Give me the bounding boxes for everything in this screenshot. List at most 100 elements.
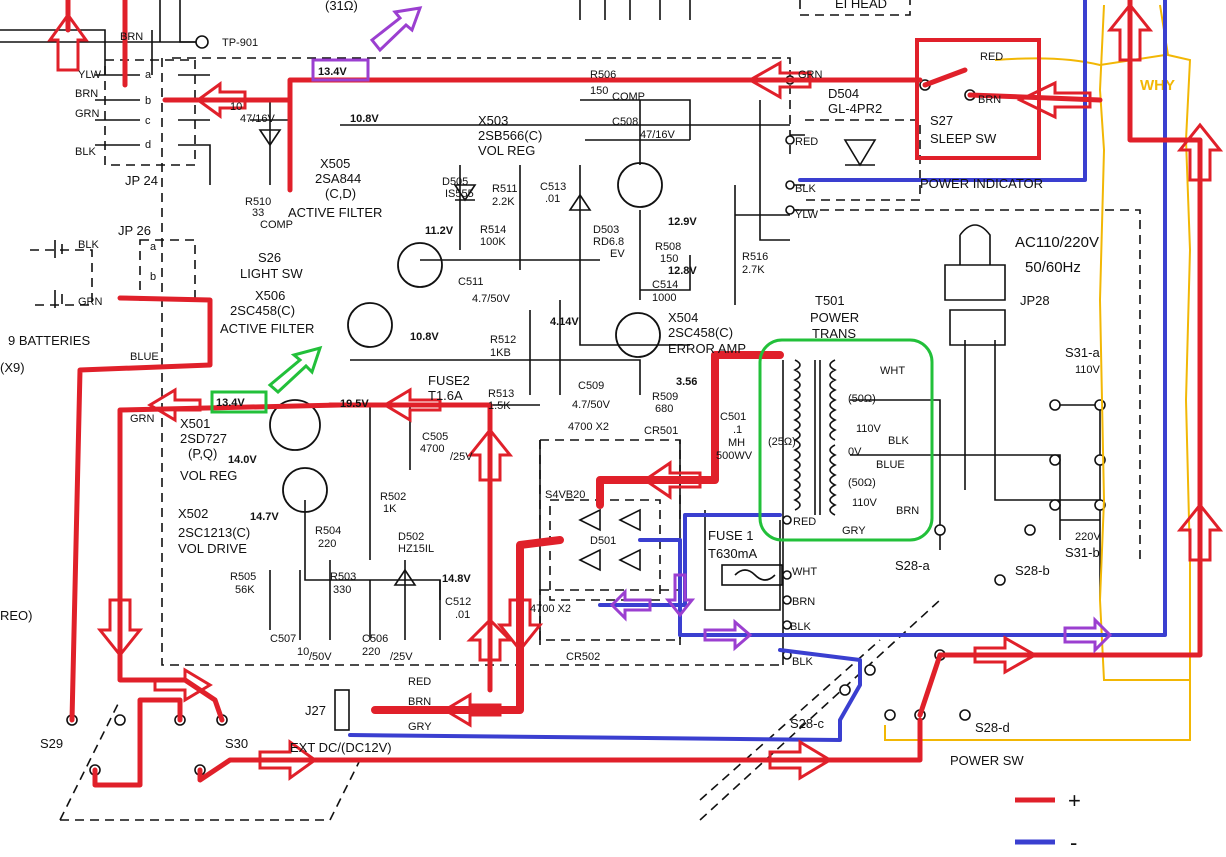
wire-brn: BRN bbox=[792, 596, 815, 608]
tap-blue: BLUE bbox=[876, 459, 905, 471]
tap-wht: WHT bbox=[880, 365, 905, 377]
c-left bbox=[250, 100, 290, 185]
red-s27 bbox=[922, 67, 968, 88]
x501-rank: (P,Q) bbox=[188, 446, 217, 461]
right-bus bbox=[759, 100, 790, 241]
d503-ref: D503 bbox=[593, 224, 619, 236]
x504-col bbox=[639, 210, 691, 300]
wire-top-left bbox=[0, 29, 106, 75]
c506-val: 220 bbox=[362, 646, 380, 658]
r511-val: 2.2K bbox=[492, 196, 515, 208]
x504-func: ERROR AMP bbox=[668, 341, 746, 356]
blue-top bbox=[798, 0, 1087, 182]
yellow-loop bbox=[1098, 4, 1192, 681]
voltage-14v8: 14.8V bbox=[442, 573, 471, 585]
voltage-4v14: 4.14V bbox=[550, 316, 579, 328]
cr502-ref: CR502 bbox=[566, 651, 600, 663]
c-left-val: 47/16V bbox=[240, 113, 276, 125]
s31a-ref: S31-a bbox=[1065, 345, 1100, 360]
tap-0v: 0V bbox=[848, 446, 862, 458]
r506-ref: R506 bbox=[590, 69, 616, 81]
jp24-pin-d: d bbox=[145, 139, 151, 151]
tap-50-2: (50Ω) bbox=[848, 477, 876, 489]
r510-ref: R510 bbox=[245, 196, 271, 208]
x502-type: 2SC1213(C) bbox=[178, 525, 250, 540]
red-flow-arrows bbox=[47, 2, 1224, 781]
r502-ref: R502 bbox=[380, 491, 406, 503]
tap-110v-2: 110V bbox=[852, 497, 878, 509]
r503-val: 330 bbox=[333, 584, 351, 596]
wire-red-d504: RED bbox=[795, 136, 818, 148]
j27-red: RED bbox=[408, 676, 431, 688]
t501-line1: POWER bbox=[810, 310, 859, 325]
r512-val: 1KB bbox=[490, 347, 511, 359]
c505-ref: C505 bbox=[422, 431, 448, 443]
yellow-switch-wire bbox=[884, 680, 1191, 741]
wire-blk-1: BLK bbox=[790, 621, 811, 633]
tap-red: RED bbox=[793, 516, 816, 528]
text-labels: (31Ω) BRN TP-901 EI HEAD YLW BRN GRN BLK… bbox=[0, 0, 1101, 768]
voltage-12v9: 12.9V bbox=[668, 216, 697, 228]
outline-jp24 bbox=[104, 59, 196, 166]
s30-ref: S30 bbox=[225, 736, 248, 751]
wire-wht: WHT bbox=[792, 566, 817, 578]
red-rail bbox=[162, 77, 923, 103]
wire-top-pins bbox=[579, 0, 691, 20]
x502-func: VOL DRIVE bbox=[178, 541, 247, 556]
voltage-13v4-reg: 13.4V bbox=[216, 397, 245, 409]
c514-ref: C514 bbox=[652, 279, 678, 291]
arrow-purple-1 bbox=[703, 618, 753, 652]
voltage-10v8-top: 10.8V bbox=[350, 113, 379, 125]
c501-ref: C501 bbox=[720, 411, 746, 423]
red-reg bbox=[117, 402, 343, 723]
r511-ref: R511 bbox=[492, 183, 517, 195]
label-blue-wire: BLUE bbox=[130, 351, 159, 363]
label-brn-top: BRN bbox=[120, 31, 143, 43]
fuse2-val: T1.6A bbox=[428, 388, 463, 403]
jp24-wire-brn: BRN bbox=[75, 88, 98, 100]
ac-voltage-label: AC110/220V bbox=[1015, 234, 1099, 251]
wire-blk-2: BLK bbox=[792, 656, 813, 668]
r512-r513 bbox=[529, 300, 561, 395]
r514-ref: R514 bbox=[480, 224, 506, 236]
c507-rating: /50V bbox=[309, 651, 332, 663]
x501-ref: X501 bbox=[180, 416, 210, 431]
arrow-right-2 bbox=[258, 739, 318, 781]
s31b-ref: S31-b bbox=[1065, 545, 1100, 560]
r506-val: 150 bbox=[590, 85, 608, 97]
red-battery bbox=[69, 295, 213, 723]
jp28-name: JP28 bbox=[1020, 293, 1050, 308]
highlight-13v4-top bbox=[311, 58, 370, 82]
jp26-wire-grn: GRN bbox=[78, 296, 103, 308]
why-label: WHY bbox=[1140, 77, 1175, 94]
comp-label: COMP bbox=[260, 219, 293, 231]
wire-tp bbox=[179, 0, 200, 43]
lower-comps bbox=[269, 560, 371, 640]
red-ext-dc bbox=[197, 717, 923, 783]
cap-bot: 4700 X2 bbox=[530, 603, 571, 615]
r505-val: 56K bbox=[235, 584, 255, 596]
x503-func: VOL REG bbox=[478, 143, 535, 158]
arrow-up-1 bbox=[47, 12, 89, 72]
purple-arrow-callout bbox=[369, 6, 423, 53]
arrow-up-4 bbox=[466, 617, 514, 662]
label-batteries-count: (X9) bbox=[0, 360, 25, 375]
arrow-down-2 bbox=[496, 598, 544, 653]
highlight-transformer bbox=[758, 338, 934, 542]
d501-ref: D501 bbox=[590, 535, 616, 547]
r509-ref: R509 bbox=[652, 391, 678, 403]
arrow-left-7 bbox=[442, 692, 502, 728]
cr501-ref: CR501 bbox=[644, 425, 678, 437]
outline-bridge bbox=[549, 499, 661, 601]
legend-positive-symbol: + bbox=[1068, 788, 1081, 813]
jp26-pin-b: b bbox=[150, 271, 156, 283]
j27-gry: GRY bbox=[408, 721, 432, 733]
arrow-right-4 bbox=[973, 635, 1039, 675]
s27-ref: S27 bbox=[930, 113, 953, 128]
outline-batteries bbox=[30, 249, 93, 306]
c511-ref: C511 bbox=[458, 276, 483, 288]
s29-ref: S29 bbox=[40, 736, 63, 751]
highlight-sleep-sw bbox=[915, 38, 1041, 160]
t501-line2: TRANS bbox=[812, 326, 856, 341]
